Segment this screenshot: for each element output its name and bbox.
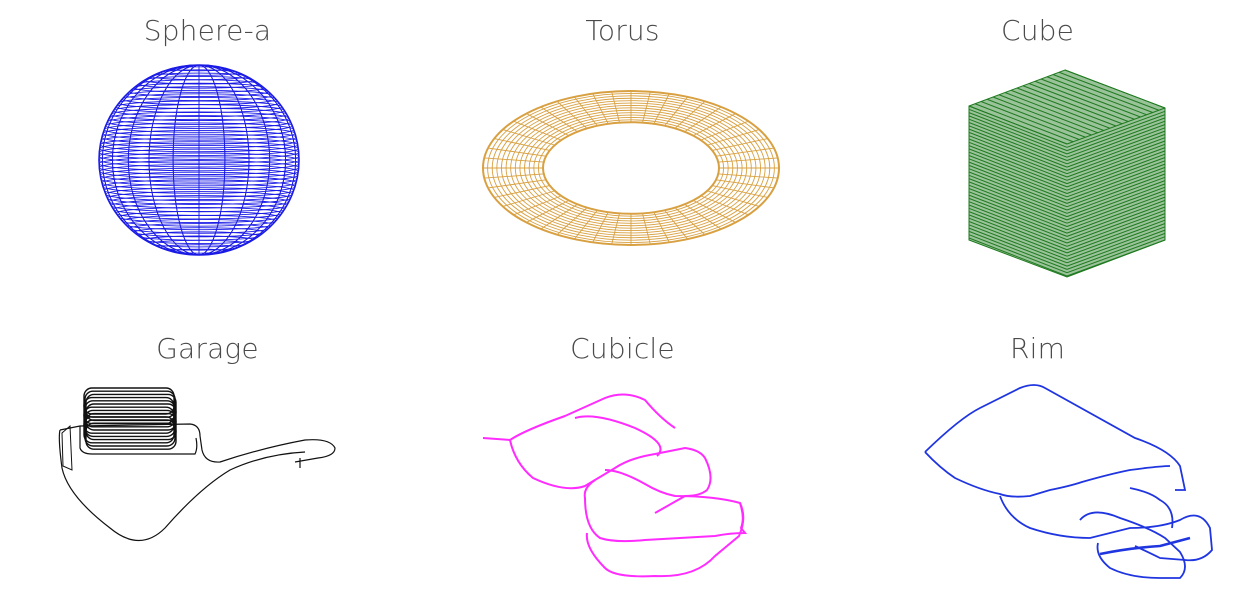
cube-wireframe: [968, 69, 1166, 278]
garage-trajectory: [58, 387, 336, 541]
panel-cubicle: Cubicle: [415, 318, 830, 598]
panel-title-cubicle: Cubicle: [570, 332, 675, 365]
torus-figure: [482, 90, 780, 246]
cube-figure: [968, 69, 1166, 278]
panel-title-cube: Cube: [1000, 14, 1075, 47]
rim-figure: [924, 384, 1213, 579]
rim-trajectory: [924, 384, 1213, 579]
panel-sphere: Sphere-a: [0, 0, 415, 280]
panel-garage: Garage: [0, 318, 415, 598]
panel-rim: Rim: [830, 318, 1245, 598]
garage-figure: [58, 387, 336, 541]
panel-cube: Cube: [830, 0, 1245, 280]
sphere-wireframe: [98, 64, 300, 256]
panel-torus: Torus: [415, 0, 830, 280]
torus-wireframe: [482, 90, 780, 246]
cubicle-trajectory: [482, 393, 748, 578]
cubicle-figure: [482, 393, 748, 578]
sphere-figure: [98, 64, 300, 256]
panel-title-sphere: Sphere-a: [143, 14, 272, 47]
panel-title-rim: Rim: [1009, 332, 1066, 365]
panel-title-garage: Garage: [156, 332, 259, 365]
panel-title-torus: Torus: [585, 14, 660, 47]
